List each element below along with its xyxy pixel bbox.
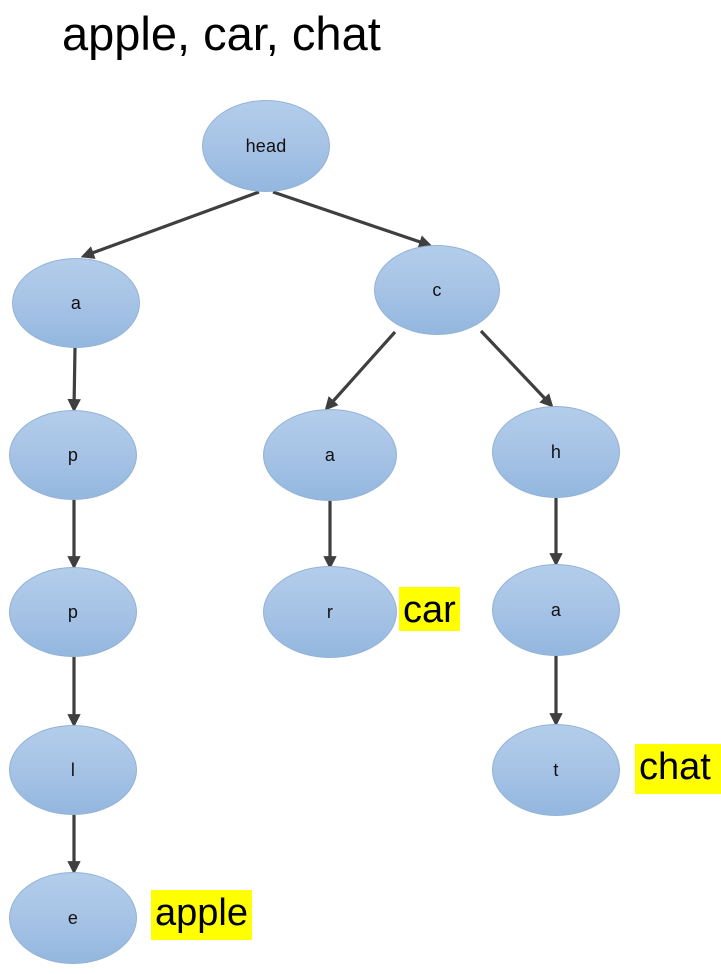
trie-node-h1[interactable]: h — [492, 406, 620, 498]
trie-node-label: t — [553, 760, 559, 780]
trie-edge-c1-to-a2 — [324, 330, 397, 411]
trie-edge-head-to-c1 — [272, 190, 433, 249]
trie-node-label: e — [67, 908, 79, 928]
trie-node-a3[interactable]: a — [492, 564, 620, 656]
trie-node-label: l — [70, 760, 76, 780]
trie-node-label: p — [67, 445, 79, 465]
trie-node-label: a — [70, 293, 82, 313]
trie-node-t1[interactable]: t — [492, 724, 620, 816]
trie-node-p1[interactable]: p — [9, 410, 137, 500]
trie-node-label: c — [432, 280, 442, 300]
tag-chat: chat — [635, 744, 721, 794]
trie-node-e1[interactable]: e — [9, 872, 137, 964]
trie-node-label: r — [326, 602, 334, 622]
trie-node-p2[interactable]: p — [9, 567, 137, 657]
trie-node-label: h — [550, 442, 562, 462]
trie-edge-head-to-a1 — [80, 190, 260, 259]
trie-node-c1[interactable]: c — [374, 245, 500, 335]
trie-node-head[interactable]: head — [202, 100, 330, 192]
tag-car: car — [399, 587, 460, 631]
trie-node-label: head — [245, 136, 287, 156]
trie-node-label: a — [550, 600, 562, 620]
trie-node-a2[interactable]: a — [263, 409, 397, 501]
trie-node-r1[interactable]: r — [263, 566, 397, 658]
page-title: apple, car, chat — [62, 7, 381, 60]
trie-node-label: a — [324, 445, 336, 465]
trie-edge-a1-to-p1 — [67, 347, 81, 413]
trie-edge-c1-to-h1 — [479, 329, 554, 408]
edge-group — [67, 190, 563, 875]
trie-node-l1[interactable]: l — [9, 725, 137, 815]
tag-apple: apple — [151, 890, 252, 940]
trie-node-a1[interactable]: a — [12, 258, 140, 348]
trie-node-label: p — [67, 602, 79, 622]
